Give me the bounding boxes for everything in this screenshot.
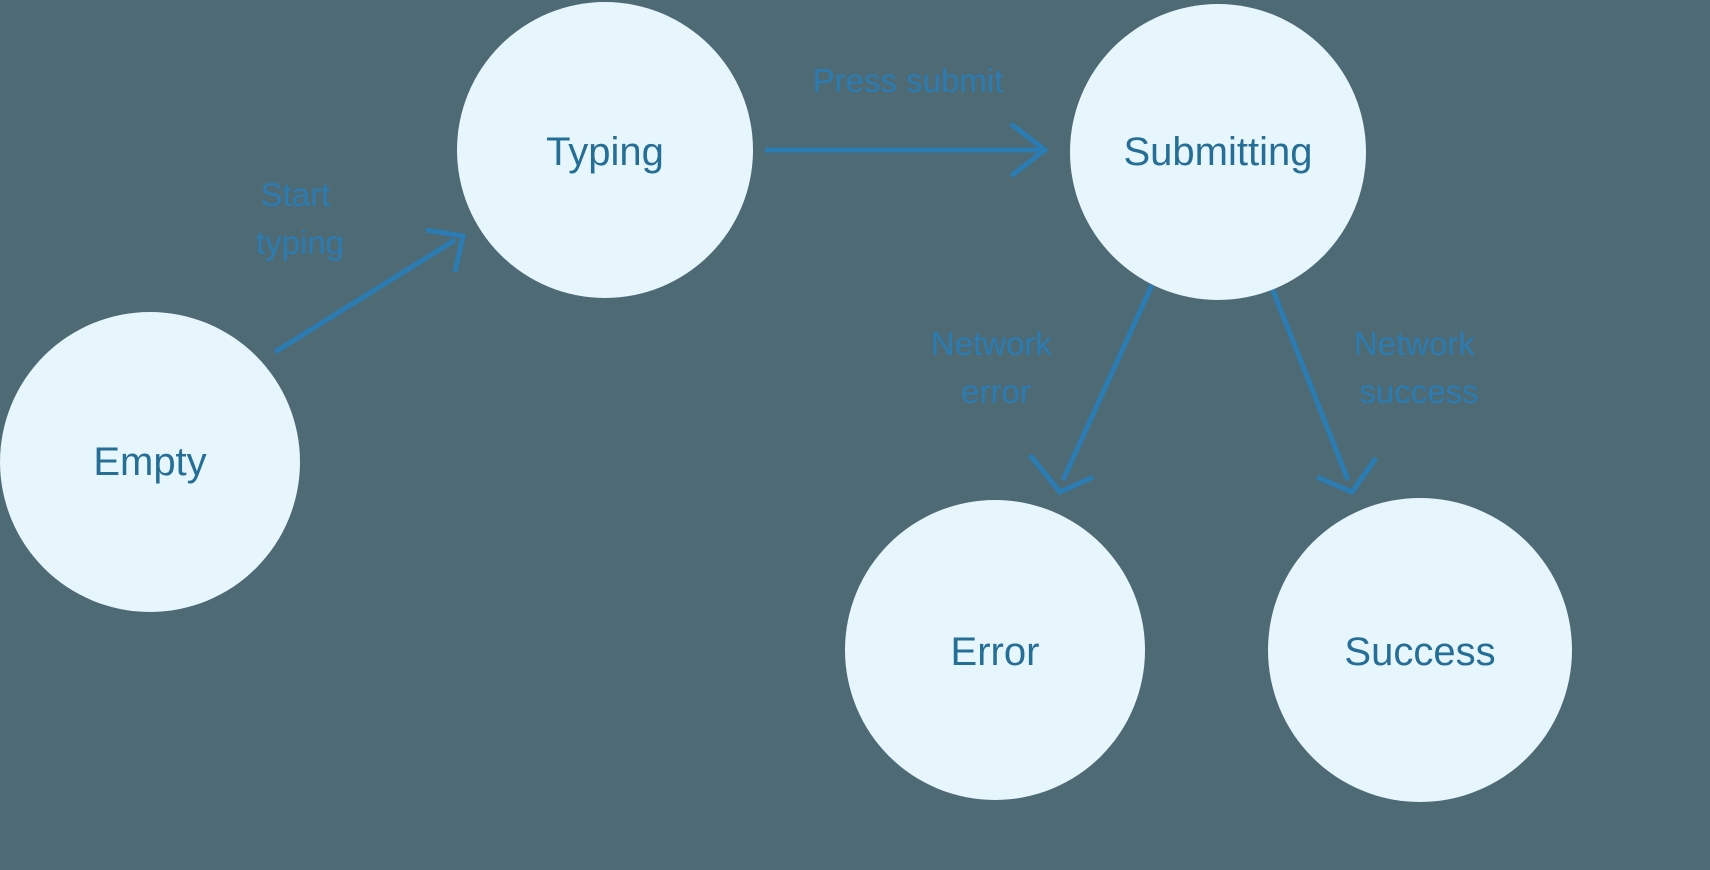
node-label-success: Success <box>1344 630 1495 674</box>
arrowhead-submitting-to-error <box>1028 453 1095 496</box>
edge-submitting-to-error[interactable]: Network error <box>931 283 1155 496</box>
edge-label-submitting-to-success: Network success <box>1354 325 1484 410</box>
edge-label-line: Press submit <box>813 62 1004 99</box>
edge-label-empty-to-typing: Start typing <box>256 176 344 261</box>
edge-line-submitting-to-error <box>1060 283 1155 482</box>
node-label-submitting: Submitting <box>1124 130 1313 174</box>
node-label-error: Error <box>951 630 1040 674</box>
state-node-success[interactable]: Success <box>1268 498 1572 802</box>
edge-label-line: error <box>961 373 1031 410</box>
edge-line-submitting-to-success <box>1269 287 1351 481</box>
node-shape-typing <box>457 2 753 298</box>
arrowhead-typing-to-submitting <box>1009 122 1050 178</box>
node-shape-error <box>845 500 1145 800</box>
edge-label-line: typing <box>256 224 344 261</box>
state-node-submitting[interactable]: Submitting <box>1070 4 1366 300</box>
edge-label-line: Start <box>261 176 331 213</box>
node-label-typing: Typing <box>546 130 664 174</box>
state-node-empty[interactable]: Empty <box>0 312 300 612</box>
state-node-typing[interactable]: Typing <box>457 2 753 298</box>
edge-label-submitting-to-error: Network error <box>931 325 1061 410</box>
edge-label-line: success <box>1359 373 1478 410</box>
arrowhead-submitting-to-success <box>1316 456 1379 496</box>
edge-line-empty-to-typing <box>273 237 457 355</box>
edge-typing-to-submitting[interactable]: Press submit <box>765 62 1050 178</box>
edge-label-line: Network <box>1354 325 1476 362</box>
node-label-empty: Empty <box>93 440 206 484</box>
node-shape-submitting <box>1070 4 1366 300</box>
state-node-error[interactable]: Error <box>845 500 1145 800</box>
edge-label-typing-to-submitting: Press submit <box>813 62 1004 99</box>
arrowhead-empty-to-typing <box>425 227 467 273</box>
edge-label-line: Network <box>931 325 1053 362</box>
node-shape-success <box>1268 498 1572 802</box>
edge-submitting-to-success[interactable]: Network success <box>1269 287 1484 496</box>
edge-empty-to-typing[interactable]: Start typing <box>256 176 467 355</box>
node-shape-empty <box>0 312 300 612</box>
